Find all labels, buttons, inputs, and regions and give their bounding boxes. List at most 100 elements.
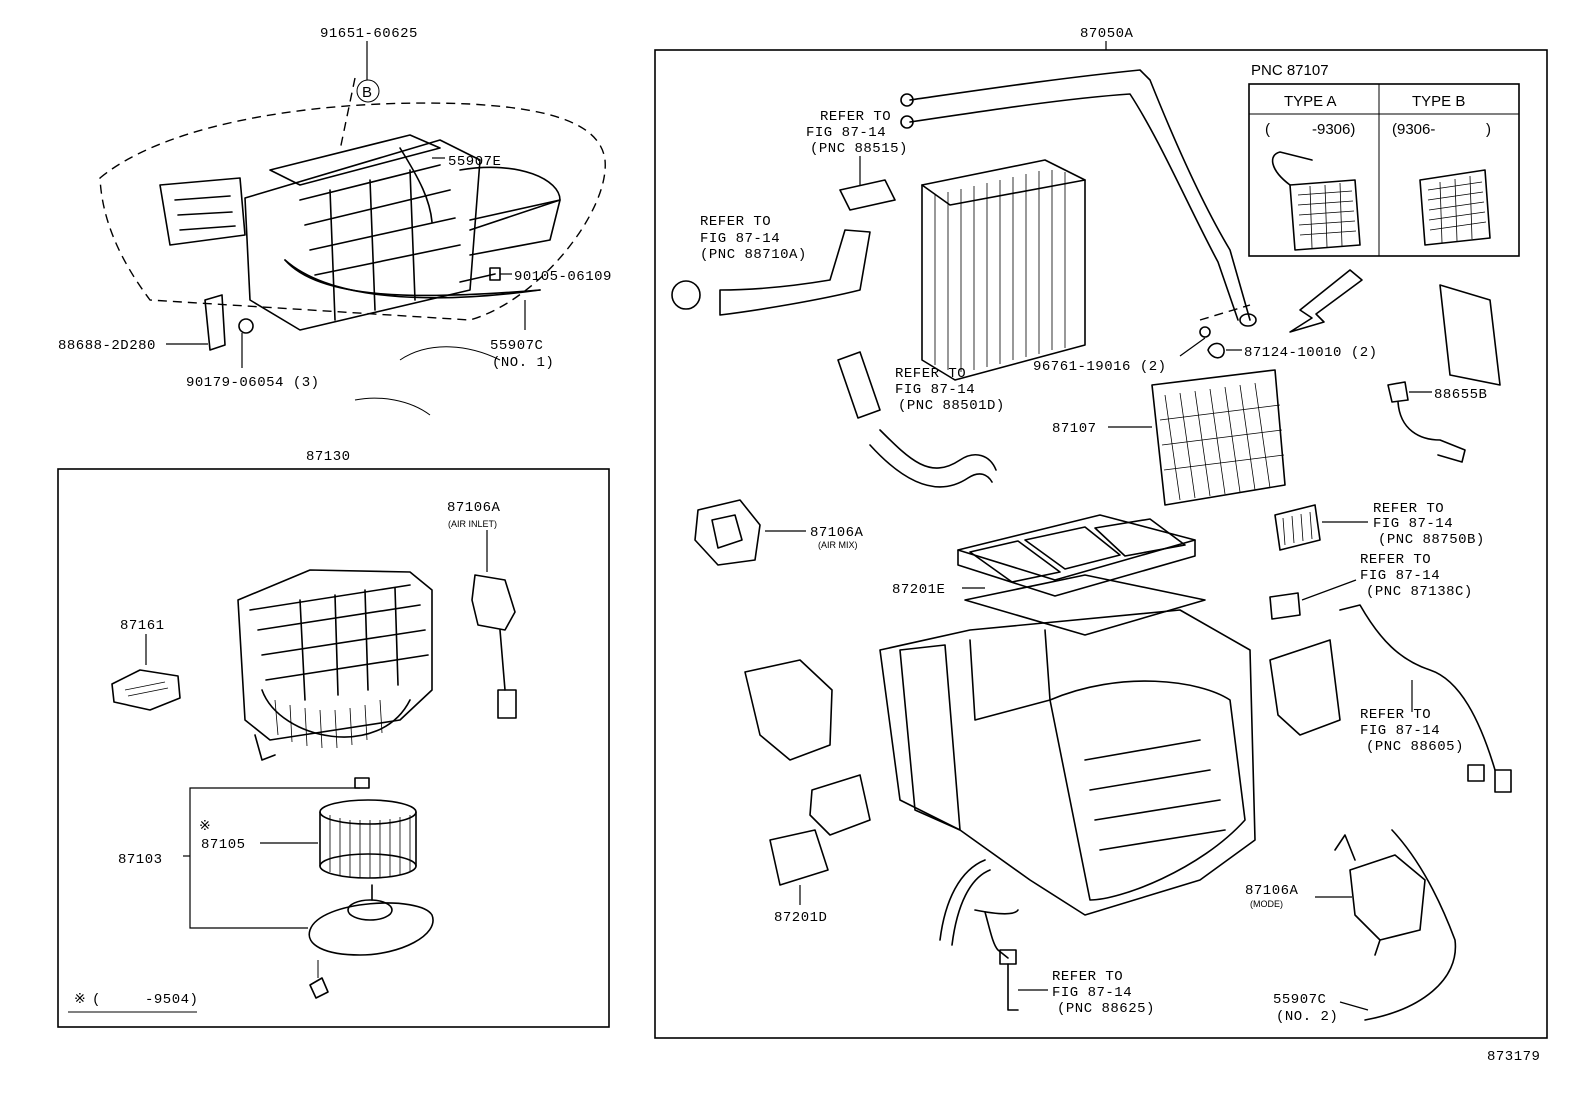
valve-88515 [839,179,896,211]
sensor-88655b [1387,381,1409,403]
duct-87201d [769,829,829,886]
servo-air-inlet [471,574,516,631]
label-87106a-mode: 87106A [1245,883,1299,899]
servo-mode [1349,854,1426,941]
label-90105-06109: 90105-06109 [514,269,612,285]
label-87106a-inlet-sub: (AIR INLET) [448,519,497,529]
label-91651-60625: 91651-60625 [320,26,418,42]
blower-duct [159,177,246,246]
ref6-line1: REFER TO [1360,707,1431,723]
servo-air-mix [694,499,761,566]
label-88688-2d280: 88688-2D280 [58,338,156,354]
bolt-90105 [459,273,496,283]
cable-55907c-1 [284,259,541,299]
ref7-line3: (PNC 88625) [1057,1001,1155,1017]
heater-case [244,139,481,331]
footnote-value: -9504) [145,992,198,1008]
duct-small [809,774,871,836]
filter-tray-lower [964,574,1206,636]
label-96761-19016: 96761-19016 (2) [1033,359,1167,375]
ref4-line2: FIG 87-14 [1373,516,1453,532]
main-box [654,49,1548,1039]
label-90179-06054: 90179-06054 (3) [186,375,320,391]
heater-core-87107 [1151,369,1286,506]
label-55907e: 55907E [448,154,501,170]
label-87106a-inlet: 87106A [447,500,501,516]
ref2-line1: REFER TO [700,214,771,230]
ref1-line3: (PNC 88515) [810,141,908,157]
main-group: 87050A PNC 87107 TYPE A TYPE B ( -9306) … [654,26,1548,1039]
label-87106a-mix: 87106A [810,525,864,541]
label-87105: 87105 [201,837,246,853]
type-b-header: TYPE B [1412,93,1465,110]
pointer-arrow [1289,269,1363,333]
ref6-line2: FIG 87-14 [1360,723,1440,739]
dashboard-assembly: 91651-60625 B 55907E 90105-06109 55907C … [58,26,612,416]
ref2-line3: (PNC 88710A) [700,247,807,263]
ref5-line1: REFER TO [1360,552,1431,568]
blower-title: 87130 [306,449,351,465]
ref1-line2: FIG 87-14 [806,125,886,141]
label-87106a-mode-sub: (MODE) [1250,899,1283,909]
blower-housing [237,569,433,741]
ref3-line3: (PNC 88501D) [898,398,1005,414]
sensor-88501d [837,351,881,419]
ref4-line3: (PNC 88750B) [1378,532,1485,548]
duct-left [744,659,833,761]
connector-87138c [1269,592,1301,620]
clip-87124 [1207,342,1225,359]
footnote-mark: ※ [74,992,86,1008]
callout-b-circle [356,79,380,103]
label-55907c-sub: (NO. 1) [492,355,554,371]
cable-55907c-2 [1364,829,1457,1021]
nut-90179 [238,318,254,334]
hvac-case [879,609,1256,916]
heater-core-type-b [1419,169,1491,246]
ref7-line2: FIG 87-14 [1052,985,1132,1001]
drain-pipe [939,859,986,941]
callout-b: B [362,84,372,101]
label-87201d: 87201D [774,910,827,926]
sensor-88625 [974,909,1019,915]
type-a-header: TYPE A [1284,93,1337,110]
tube-88710a [719,229,871,316]
ref6-line3: (PNC 88605) [1366,739,1464,755]
ref4-line1: REFER TO [1373,501,1444,517]
label-87201e: 87201E [892,582,945,598]
bracket-88688 [204,294,226,351]
label-55907c-main-sub: (NO. 2) [1276,1009,1338,1025]
label-87161: 87161 [120,618,165,634]
blower-box [57,468,610,1028]
label-55907c-main: 55907C [1273,992,1326,1008]
resistor-88750b [1274,504,1321,551]
heater-core-type-a [1289,179,1361,251]
label-87106a-mix-sub: (AIR MIX) [818,540,858,550]
pnc-title: PNC 87107 [1251,62,1329,79]
label-87124-10010: 87124-10010 (2) [1244,345,1378,361]
footnote-open: ( [92,992,101,1008]
illustration-id: 873179 [1487,1049,1540,1065]
main-title: 87050A [1080,26,1134,42]
label-87103: 87103 [118,852,163,868]
type-a-range: -9306) [1312,121,1355,138]
ref1-line1: REFER TO [820,109,891,125]
label-55907c: 55907C [490,338,543,354]
ref7-line1: REFER TO [1052,969,1123,985]
evaporator [921,159,1086,381]
ref5-line3: (PNC 87138C) [1366,584,1473,600]
pnc-table [1248,83,1520,257]
type-b-range: (9306- [1392,121,1435,138]
resistor-87161 [111,669,181,711]
harness-88605 [1339,604,1496,771]
drain-hose [879,429,997,471]
bracket-right [1439,284,1501,386]
bracket-87103 [189,787,360,929]
mark-87105: ※ [199,819,211,835]
blower-motor [308,902,434,956]
dashboard-outline [99,102,606,321]
type-a-range-open: ( [1265,121,1270,138]
label-87107: 87107 [1052,421,1097,437]
ref2-line2: FIG 87-14 [700,231,780,247]
ref3-line1: REFER TO [895,366,966,382]
